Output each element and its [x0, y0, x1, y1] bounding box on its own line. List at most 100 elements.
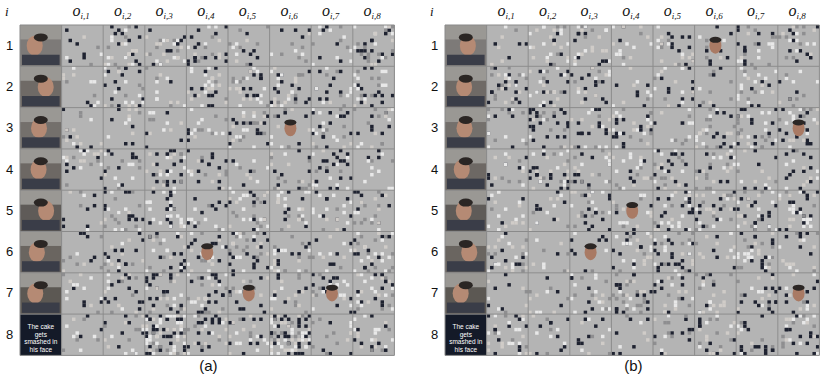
pixel	[349, 321, 352, 324]
pixel	[349, 304, 352, 307]
pixel	[183, 328, 186, 331]
pixel	[308, 249, 311, 252]
pixel	[214, 90, 217, 93]
pixel	[722, 39, 725, 42]
pixel	[311, 111, 314, 114]
pixel	[100, 163, 103, 166]
pixel	[270, 314, 273, 317]
pixel	[584, 49, 587, 52]
pixel	[273, 324, 276, 327]
pixel	[221, 321, 224, 324]
pixel	[322, 290, 325, 293]
pixel	[681, 53, 684, 56]
pixel	[121, 249, 124, 252]
pixel	[277, 187, 280, 190]
pixel	[356, 97, 359, 100]
pixel	[556, 53, 559, 56]
pixel	[190, 35, 193, 38]
pixel	[277, 90, 280, 93]
pixel	[339, 149, 342, 152]
pixel	[301, 218, 304, 221]
pixel	[283, 211, 286, 214]
pixel	[162, 180, 165, 183]
pixel	[179, 46, 182, 49]
pixel	[370, 125, 373, 128]
pixel	[377, 221, 380, 224]
pixel	[89, 145, 92, 148]
pixel	[100, 53, 103, 56]
pixel	[387, 125, 390, 128]
pixel	[242, 49, 245, 52]
pixel	[145, 35, 148, 38]
pixel	[342, 145, 345, 148]
pixel	[103, 187, 106, 190]
pixel	[304, 59, 307, 62]
pixel	[370, 63, 373, 66]
attention-cell	[103, 108, 145, 149]
pixel	[335, 187, 338, 190]
pixel	[360, 201, 363, 204]
pixel	[231, 46, 234, 49]
pixel	[117, 280, 120, 283]
pixel	[218, 259, 221, 262]
pixel	[211, 53, 214, 56]
pixel	[349, 201, 352, 204]
pixel	[179, 173, 182, 176]
pixel	[235, 135, 238, 138]
pixel	[391, 187, 394, 190]
pixel	[277, 273, 280, 276]
pixel	[134, 328, 137, 331]
pixel	[580, 25, 583, 28]
pixel	[166, 197, 169, 200]
pixel	[325, 145, 328, 148]
pixel	[311, 183, 314, 186]
pixel	[173, 152, 176, 155]
pixel	[179, 235, 182, 238]
pixel	[387, 304, 390, 307]
pixel	[107, 70, 110, 73]
pixel	[103, 104, 106, 107]
pixel	[577, 25, 580, 28]
pixel	[356, 211, 359, 214]
face-patch	[201, 243, 213, 249]
pixel	[287, 342, 290, 345]
pixel	[169, 256, 172, 259]
pixel	[384, 321, 387, 324]
pixel	[370, 128, 373, 131]
pixel	[242, 114, 245, 117]
pixel	[263, 111, 266, 114]
pixel	[311, 132, 314, 135]
pixel	[360, 194, 363, 197]
pixel	[277, 262, 280, 265]
pixel	[252, 324, 255, 327]
pixel	[391, 25, 394, 28]
pixel	[96, 46, 99, 49]
pixel	[259, 318, 262, 321]
pixel	[75, 252, 78, 255]
pixel	[591, 46, 594, 49]
pixel	[166, 290, 169, 293]
pixel	[346, 163, 349, 166]
pixel	[287, 163, 290, 166]
pixel	[256, 94, 259, 97]
pixel	[169, 128, 172, 131]
pixel	[79, 273, 82, 276]
pixel	[308, 338, 311, 341]
pixel	[235, 342, 238, 345]
pixel	[556, 32, 559, 35]
pixel	[173, 207, 176, 210]
attention-cell	[228, 108, 270, 149]
pixel	[370, 218, 373, 221]
pixel	[315, 180, 318, 183]
attention-cell	[270, 108, 312, 149]
pixel	[103, 297, 106, 300]
pixel	[270, 307, 273, 310]
pixel	[110, 190, 113, 193]
pixel	[301, 314, 304, 317]
pixel	[304, 221, 307, 224]
pixel	[242, 207, 245, 210]
pixel	[141, 87, 144, 90]
pixel	[290, 84, 293, 87]
pixel	[117, 262, 120, 265]
pixel	[256, 197, 259, 200]
